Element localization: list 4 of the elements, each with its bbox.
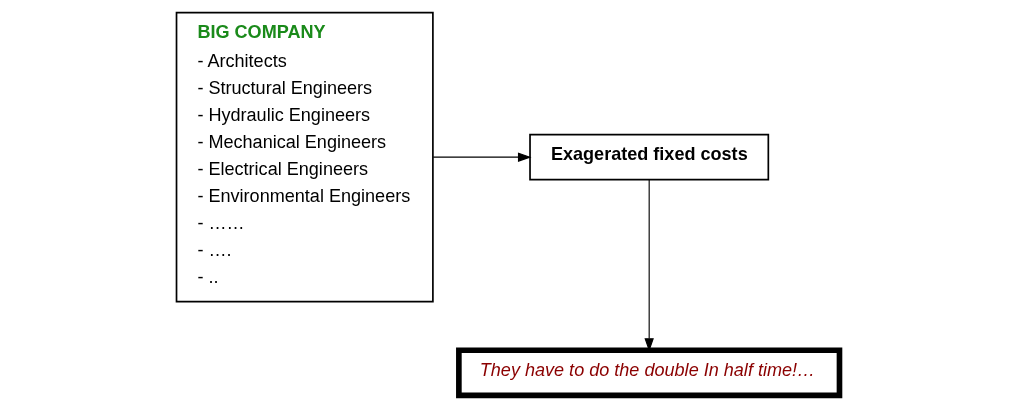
node-box: BIG COMPANY - Architects - Structural Engineers - Hydraulic Engineers - Mechanical Engineers - Electrical Engineers - Environmental Engineers - …… - …. - .. xyxy=(175,11,434,303)
node-box: Exagerated fixed costs xyxy=(529,133,770,181)
node-box: They have to do the double In half time!… xyxy=(456,347,843,399)
arrow xyxy=(432,152,532,162)
